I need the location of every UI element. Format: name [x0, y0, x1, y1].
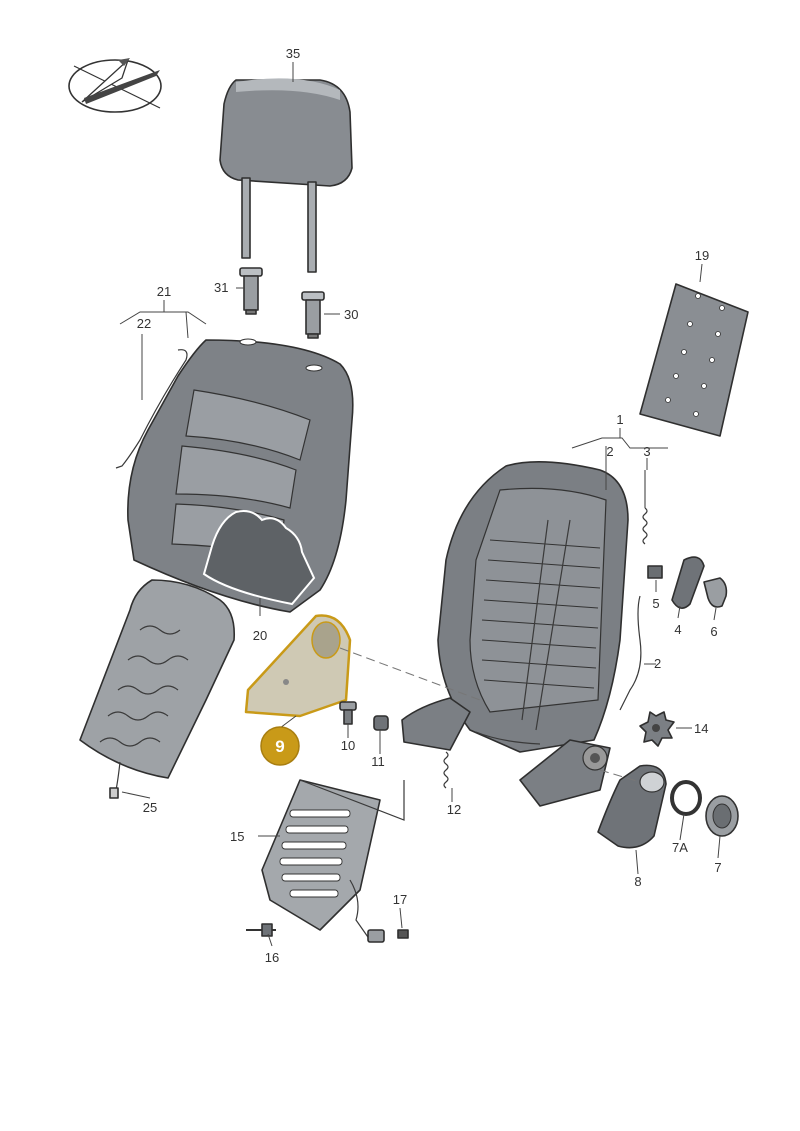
headrest-guide-left — [239, 267, 263, 315]
callout-15: 15 — [230, 829, 244, 844]
cover-plate — [639, 283, 749, 437]
callout-6: 6 — [710, 624, 717, 639]
orientation-logo-icon — [68, 57, 162, 113]
callout-2-side: 2 — [654, 656, 661, 671]
callout-12: 12 — [447, 802, 461, 817]
rotary-knob — [705, 795, 739, 837]
highlight-badge-label: 9 — [275, 737, 284, 756]
part-callouts: 35 31 30 21 22 20 19 1 2 3 5 4 6 2 14 10… — [137, 46, 722, 965]
callout-5: 5 — [652, 596, 659, 611]
bowden-cable — [619, 595, 642, 711]
lumbar-support — [261, 779, 405, 941]
callout-35: 35 — [286, 46, 300, 61]
fastening-screw — [246, 923, 276, 937]
plug-connector — [367, 929, 409, 943]
callout-7a: 7A — [672, 840, 688, 855]
adjusting-knob — [639, 711, 675, 747]
callout-30: 30 — [344, 307, 358, 322]
highlight-badge: 9 — [260, 726, 300, 766]
headrest — [219, 78, 353, 273]
tension-spring-upper — [642, 470, 648, 545]
ring-washer — [670, 780, 702, 816]
nut — [373, 715, 389, 731]
alignment-line-upper — [339, 647, 481, 701]
cable-bracket — [647, 565, 663, 579]
callout-11: 11 — [371, 754, 385, 769]
callout-21: 21 — [157, 284, 171, 299]
retaining-wire — [115, 349, 188, 469]
tension-spring-lower — [443, 751, 449, 789]
callout-14: 14 — [694, 721, 708, 736]
callout-2-top: 2 — [606, 444, 613, 459]
callout-19: 19 — [695, 248, 709, 263]
backrest-cover — [127, 338, 354, 613]
callout-22: 22 — [137, 316, 151, 331]
callout-17: 17 — [393, 892, 407, 907]
release-lever — [703, 577, 728, 608]
callout-10: 10 — [341, 738, 355, 753]
callout-3: 3 — [643, 444, 650, 459]
callout-7: 7 — [714, 860, 721, 875]
leader-lines — [119, 62, 721, 947]
callout-1: 1 — [616, 412, 623, 427]
backrest-frame — [401, 461, 629, 807]
release-handle — [671, 556, 705, 609]
heating-mat — [79, 579, 236, 799]
headrest-guide-right — [301, 291, 325, 339]
callout-8: 8 — [634, 874, 641, 889]
screw — [339, 701, 357, 725]
highlighted-side-trim — [244, 614, 352, 718]
alignment-line-lower — [599, 769, 641, 783]
callout-16: 16 — [265, 950, 279, 965]
callout-20: 20 — [253, 628, 267, 643]
callout-4: 4 — [674, 622, 681, 637]
callout-31: 31 — [214, 280, 228, 295]
callout-25: 25 — [143, 800, 157, 815]
